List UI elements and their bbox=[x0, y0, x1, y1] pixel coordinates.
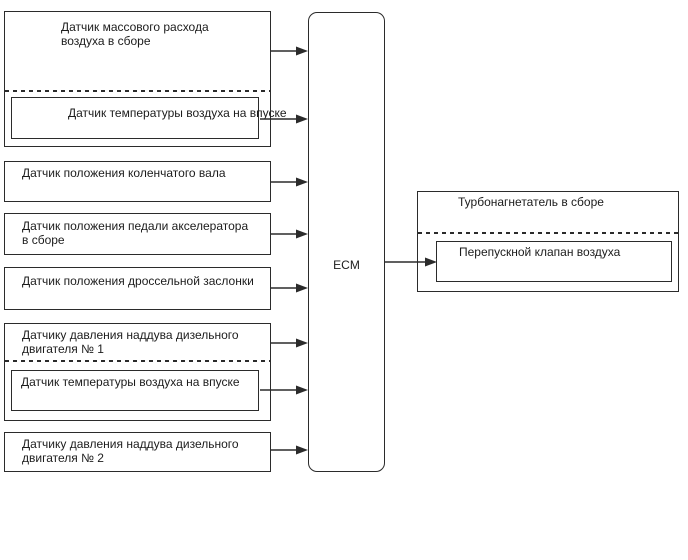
actuator-label-turbocharger: Турбонагнетатель в сборе bbox=[458, 195, 604, 209]
arrow-app-to-ecm bbox=[271, 229, 308, 239]
label-line-1: Датчик положения дроссельной заслонки bbox=[22, 274, 254, 288]
arrow-maf-to-ecm bbox=[271, 46, 308, 56]
sensor-box-throttle-position: Датчик положения дроссельной заслонки bbox=[4, 267, 271, 310]
label-line-2: двигателя № 2 bbox=[22, 451, 104, 465]
label-line-1: Датчику давления наддува дизельного bbox=[22, 328, 239, 342]
label-line-1: Датчик положения коленчатого вала bbox=[22, 166, 226, 180]
actuator-box-turbocharger: Турбонагнетатель в сборе Перепускной кла… bbox=[417, 191, 679, 292]
dashed-divider bbox=[5, 90, 270, 92]
nested-box-air-bypass-valve: Перепускной клапан воздуха bbox=[436, 241, 672, 282]
sensor-label-accelerator-pedal-position: Датчик положения педали акселератора в с… bbox=[5, 214, 270, 247]
actuator-label-air-bypass-valve: Перепускной клапан воздуха bbox=[459, 245, 621, 259]
nested-box-intake-air-temp-1: Датчик температуры воздуха на впуске bbox=[11, 97, 287, 139]
dashed-divider bbox=[5, 360, 270, 362]
sensor-box-boost-pressure-1: Датчику давления наддува дизельного двиг… bbox=[4, 323, 271, 421]
ecm-box: ECM bbox=[308, 12, 385, 472]
label-line-1: Датчик положения педали акселератора bbox=[22, 219, 249, 233]
dashed-divider bbox=[418, 232, 678, 234]
label-line-1: Датчику давления наддува дизельного bbox=[22, 437, 239, 451]
sensor-label-intake-air-temp-2: Датчик температуры воздуха на впуске bbox=[21, 375, 240, 389]
arrow-tp-to-ecm bbox=[271, 283, 308, 293]
label-line-1: Датчик массового расхода bbox=[61, 20, 209, 34]
sensor-label-crankshaft-position: Датчик положения коленчатого вала bbox=[5, 162, 270, 180]
label-line-2: воздуха в сборе bbox=[61, 34, 151, 48]
label-line-2: двигателя № 1 bbox=[22, 342, 104, 356]
sensor-box-boost-pressure-2: Датчику давления наддува дизельного двиг… bbox=[4, 432, 271, 472]
sensor-label-boost-pressure-2: Датчику давления наддува дизельного двиг… bbox=[5, 433, 270, 465]
sensor-box-mass-air-flow: Датчик массового расхода воздуха в сборе… bbox=[4, 11, 287, 147]
sensor-box-accelerator-pedal-position: Датчик положения педали акселератора в с… bbox=[4, 213, 271, 255]
label-line-2: в сборе bbox=[22, 233, 65, 247]
sensor-label-mass-air-flow: Датчик массового расхода воздуха в сборе bbox=[5, 12, 270, 48]
nested-box-intake-air-temp-2: Датчик температуры воздуха на впуске bbox=[11, 370, 259, 411]
sensor-box-crankshaft-position: Датчик положения коленчатого вала bbox=[4, 161, 271, 202]
sensor-label-intake-air-temp-1: Датчик температуры воздуха на впуске bbox=[68, 106, 287, 120]
sensor-label-boost-pressure-1: Датчику давления наддува дизельного двиг… bbox=[5, 324, 270, 356]
sensor-label-throttle-position: Датчик положения дроссельной заслонки bbox=[5, 268, 270, 288]
arrow-ckp-to-ecm bbox=[271, 177, 308, 187]
ecm-label: ECM bbox=[333, 258, 360, 272]
arrow-boost1-to-ecm bbox=[271, 338, 308, 348]
arrow-boost2-to-ecm bbox=[271, 445, 308, 455]
